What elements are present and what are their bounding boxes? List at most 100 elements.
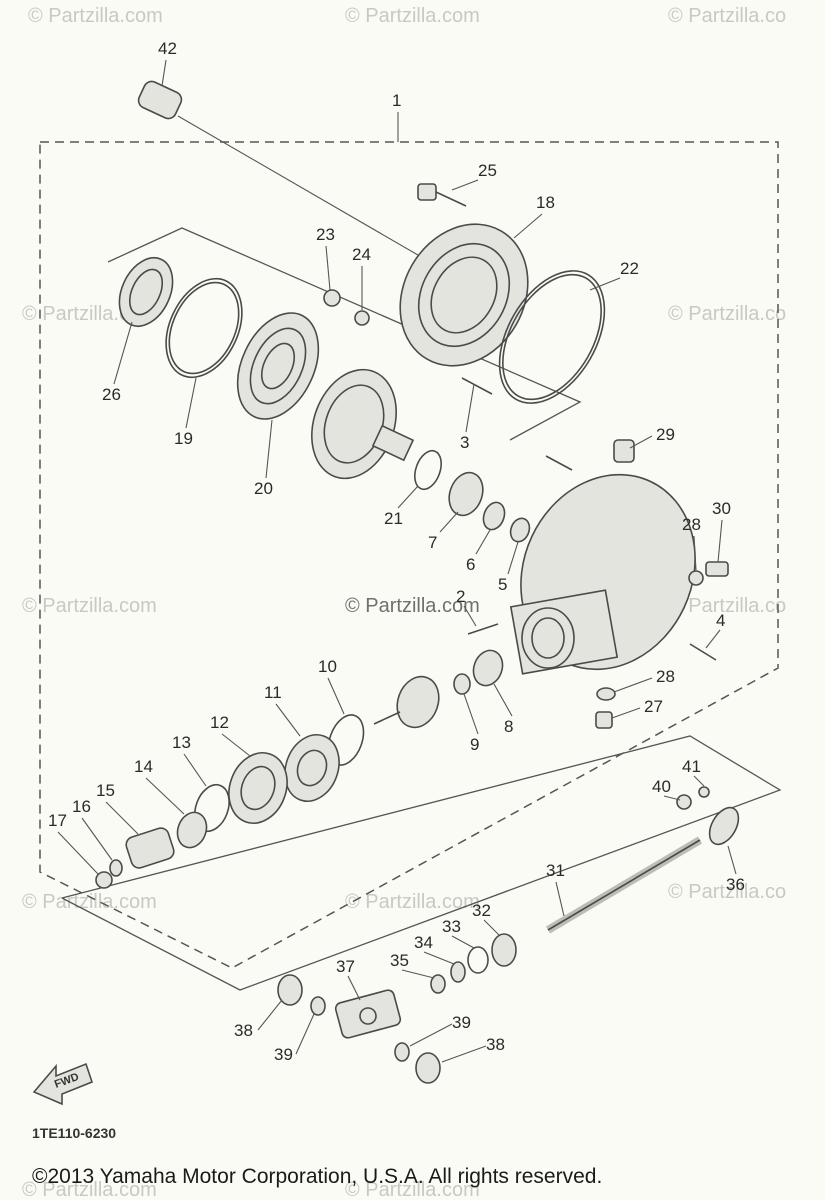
pinion-gear-part [373,675,440,729]
callout-label: 13 [172,733,191,752]
bearing-part [236,312,320,420]
seal-part [491,933,517,967]
nut-part [323,289,341,307]
callout-label: 12 [210,713,229,732]
washer-part [596,687,616,701]
callout-label: 31 [546,861,565,880]
callout-label: 1 [392,91,401,110]
bolt-part [689,643,717,661]
circlip-part [394,1042,410,1062]
callout-label: 28 [682,515,701,534]
callout-label: 18 [536,193,555,212]
callout-label: 23 [316,225,335,244]
bearing-housing-part [228,752,288,824]
watermark-text: © Partzilla.com [345,1179,480,1200]
bearing-housing-part [240,765,276,811]
callout-label: 22 [620,259,639,278]
washer-part [467,946,489,974]
collar-part [509,517,531,543]
watermark-text: © Partzilla.co [668,303,786,325]
o-ring-part [165,277,243,379]
callout-label: 36 [726,875,745,894]
callout-label: 37 [336,957,355,976]
stud-part [467,623,499,635]
drive-shaft-part [545,806,740,934]
watermark-text: © Partzilla.com [345,595,480,617]
gear-case-part [509,473,696,675]
callout-label: 25 [478,161,497,180]
universal-joint-part [334,989,402,1039]
coupling-part [125,827,175,869]
callout-label: 33 [442,917,461,936]
drain-plug-part [595,711,613,729]
watermark-text: © Partzilla.com [22,1179,157,1200]
washer-part [676,794,692,810]
watermark-text: © Partzilla.co [668,5,786,27]
copyright-notice: ©2013 Yamaha Motor Corporation, U.S.A. A… [32,1165,603,1188]
callout-label: 5 [498,575,507,594]
callout-label: 26 [102,385,121,404]
o-ring-part [498,270,606,404]
callout-label: 15 [96,781,115,800]
circlip-part [310,996,326,1016]
callout-label: 38 [234,1021,253,1040]
bearing-cap-part [415,1052,441,1084]
callout-labels: 42 1 25 18 23 24 22 26 19 20 3 29 21 7 6… [48,39,745,1064]
bearing-part [472,649,504,687]
bushing-part [137,80,431,263]
callout-label: 21 [384,509,403,528]
washer-part [354,310,370,326]
callout-label: 8 [504,717,513,736]
callout-label: 41 [682,757,701,776]
watermark-text: © Partzilla.com [345,891,480,913]
callout-label: 2 [456,587,465,606]
o-ring-part [168,281,240,375]
callout-label: 34 [414,933,433,952]
callout-label: 30 [712,499,731,518]
leader-lines [57,59,737,1063]
clip-part [698,786,710,798]
spacer-part [453,673,471,695]
callout-label: 11 [264,683,282,702]
callout-label: 42 [158,39,177,58]
callout-label: 27 [644,697,663,716]
washer-part [109,859,123,877]
callout-label: 35 [390,951,409,970]
callout-label: 39 [274,1045,293,1064]
callout-label: 16 [72,797,91,816]
bearing-housing-part [399,223,529,367]
callout-label: 40 [652,777,671,796]
watermark-text: © Partzilla.com [22,595,157,617]
bolt-part [417,183,467,207]
callout-label: 7 [428,533,437,552]
watermark-text: © Partzilla.co [668,881,786,903]
stud-part [545,455,573,471]
callout-label: 32 [472,901,491,920]
bearing-part [448,471,484,517]
watermark-text: © Partzilla.com [22,891,157,913]
callout-label: 20 [254,479,273,498]
stud-part [461,377,493,395]
bearing-part [284,734,340,802]
bearing-part [296,749,328,787]
watermark-text: © Partzilla.co [668,595,786,617]
seal-part [128,268,164,316]
washer-part [430,974,446,994]
washer-part [450,961,466,983]
cap-part [613,439,635,463]
callout-label: 4 [716,611,725,630]
o-ring-part [502,273,602,401]
bearing-cap-part [277,974,303,1006]
spacer-part [482,501,506,531]
callout-label: 6 [466,555,475,574]
bolt-part [705,561,729,577]
ring-gear-part [311,368,415,480]
watermark-text: © Partzilla.com [345,5,480,27]
subgroup-frame [107,227,582,441]
callout-label: 24 [352,245,371,264]
shim-part [414,449,442,491]
watermarks: © Partzilla.com © Partzilla.com © Partzi… [22,5,786,1200]
callout-label: 38 [486,1035,505,1054]
callout-label: 3 [460,433,469,452]
